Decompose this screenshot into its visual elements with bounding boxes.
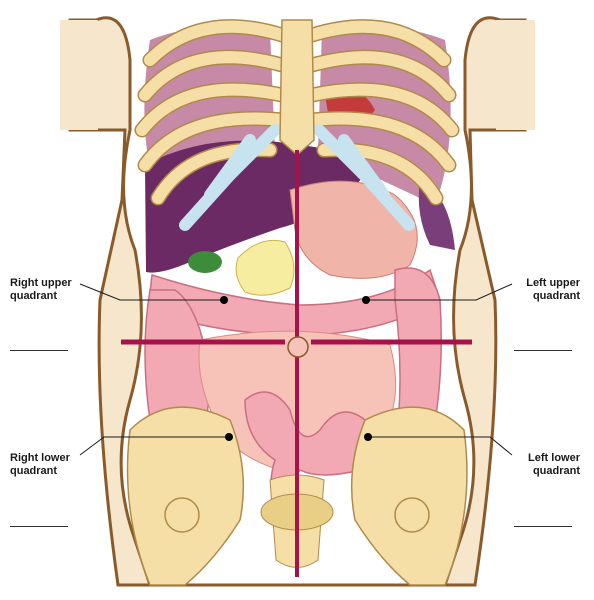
label-left-lower-quadrant: Left lower quadrant <box>528 452 580 477</box>
answer-blank-left-middle[interactable] <box>10 350 68 351</box>
pelvis-left <box>350 406 468 586</box>
gallbladder <box>188 251 222 273</box>
marker-left-lower <box>364 433 372 441</box>
label-right-upper-quadrant: Right upper quadrant <box>10 277 72 302</box>
torso-skin <box>68 16 527 587</box>
left-arm-skin <box>60 20 98 130</box>
liver <box>145 140 365 273</box>
label-right-lower-quadrant: Right lower quadrant <box>10 452 70 477</box>
label-left-upper-quadrant: Left upper quadrant <box>526 277 580 302</box>
pelvis-right <box>126 406 245 586</box>
umbilicus <box>287 336 309 358</box>
marker-left-upper <box>362 296 370 304</box>
marker-right-lower <box>225 433 233 441</box>
leader-lines <box>79 283 513 456</box>
rib-cage <box>134 19 460 231</box>
leader-left-upper <box>366 283 513 301</box>
answer-blank-left-bottom[interactable] <box>10 526 68 527</box>
pancreas <box>235 239 295 296</box>
leader-left-lower <box>368 436 513 456</box>
stomach <box>289 180 418 279</box>
leader-right-lower <box>79 436 229 456</box>
leader-right-upper <box>79 283 224 301</box>
right-arm-skin <box>496 20 535 130</box>
answer-blank-right-middle[interactable] <box>514 350 572 351</box>
hip-joint-right <box>164 497 200 533</box>
answer-blank-right-bottom[interactable] <box>514 526 572 527</box>
hip-joint-left <box>394 497 430 533</box>
marker-right-upper <box>220 296 228 304</box>
sternum <box>279 19 315 157</box>
